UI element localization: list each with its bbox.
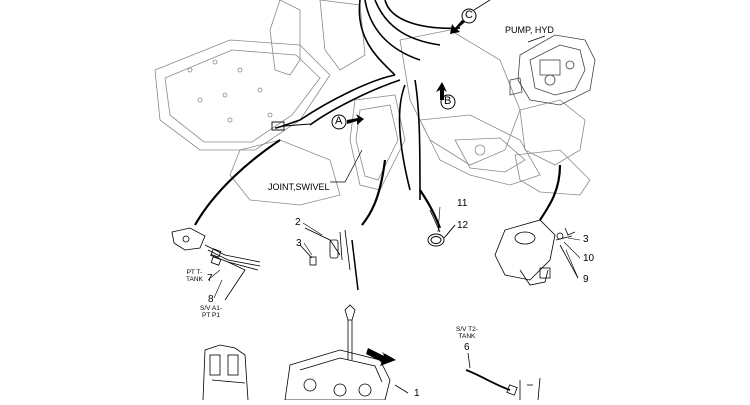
callout-circles: [331, 0, 491, 130]
callout-b: B: [444, 95, 452, 107]
fitting-2-3: [299, 227, 359, 291]
number-leaders: [207, 206, 581, 299]
part-1: 1: [414, 388, 420, 399]
part-8: 8: [208, 294, 214, 305]
part-11: 11: [457, 198, 468, 209]
machine-frame: [154, 0, 591, 206]
control-valve-1: [284, 304, 409, 401]
callout-a: A: [335, 115, 343, 127]
hose-6: [465, 352, 541, 401]
joint-swivel-label: JOINT,SWIVEL: [268, 182, 330, 192]
tag-pt-t-tank: PT T- TANK: [186, 269, 203, 283]
hose-assembly-7-8: [171, 227, 261, 301]
pump-hyd-leader: [527, 35, 546, 43]
part-3-right: 3: [583, 234, 589, 245]
part-3-left: 3: [296, 238, 302, 249]
pump-hyd-drawing: [509, 34, 596, 106]
tag-sv-t2-tank: S/V T2- TANK: [456, 326, 478, 340]
connector-a: [271, 121, 311, 131]
hose-bundle: [274, 0, 461, 201]
joint-swivel-leader: [330, 149, 363, 183]
pump-hyd-label: PUMP, HYD: [505, 25, 554, 35]
callout-c: C: [465, 9, 473, 21]
clamp-11-12: [427, 209, 456, 247]
part-9: 9: [583, 274, 589, 285]
valve-block-9-10: [494, 219, 579, 286]
part-7: 7: [207, 273, 213, 284]
fwd-arrow: [366, 348, 396, 366]
tag-sv-a1-pt-p1: S/V A1- PT P1: [200, 305, 223, 319]
part-2: 2: [295, 217, 301, 228]
part-10: 10: [583, 253, 595, 264]
part-6: 6: [464, 342, 470, 353]
valve-left-bottom: [202, 344, 249, 401]
part-12: 12: [457, 220, 469, 231]
